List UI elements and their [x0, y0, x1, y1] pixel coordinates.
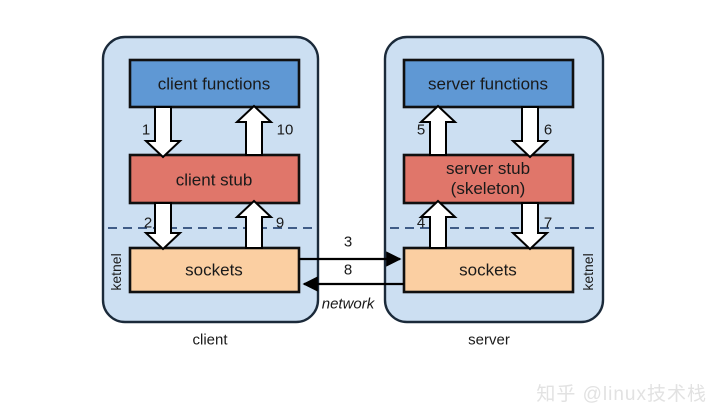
arrow-step-10	[234, 104, 274, 156]
arrow-step-1	[143, 106, 183, 159]
step-number-5: 5	[416, 121, 426, 139]
step-number-4: 4	[416, 214, 426, 232]
step-number-6: 6	[543, 121, 553, 139]
step-number-7: 7	[543, 214, 553, 232]
server-stub-label: server stub (skeleton)	[446, 159, 530, 199]
client-sockets-box	[128, 246, 301, 294]
step-number-2: 2	[143, 214, 153, 232]
step-number-1: 1	[141, 121, 151, 139]
server-kernel-side-label: ketnel	[580, 253, 597, 291]
client-kernel-side-label: ketnel	[108, 253, 125, 291]
server-stub-label-line2: (skeleton)	[450, 179, 526, 198]
step-number-3: 3	[343, 233, 353, 251]
arrow-step-2	[143, 202, 183, 251]
client-sockets-label: sockets	[185, 260, 243, 280]
step-number-8: 8	[343, 261, 353, 279]
client-functions-label: client functions	[157, 74, 271, 94]
client-stub-box	[128, 153, 301, 205]
step-number-9: 9	[275, 214, 285, 232]
server-functions-box	[402, 58, 575, 109]
server-stub-label-line1: server stub	[445, 158, 531, 178]
server-sockets-box	[402, 246, 575, 294]
arrow-step-6	[510, 106, 550, 159]
client-panel-caption: client	[192, 331, 228, 349]
arrow-step-4	[418, 199, 458, 249]
arrow-step-9	[234, 199, 274, 249]
arrow-step-7	[510, 202, 550, 251]
server-panel-caption: server	[468, 331, 510, 349]
step-number-10: 10	[276, 121, 294, 139]
client-stub-label: client stub	[175, 170, 253, 190]
server-functions-label: server functions	[428, 74, 548, 94]
arrow-step-5	[418, 104, 458, 156]
network-label: network	[321, 295, 375, 313]
client-functions-box	[128, 58, 301, 109]
server-stub-box	[402, 153, 575, 205]
server-sockets-label: sockets	[459, 260, 517, 280]
watermark: 知乎 @linux技术栈	[536, 384, 707, 405]
